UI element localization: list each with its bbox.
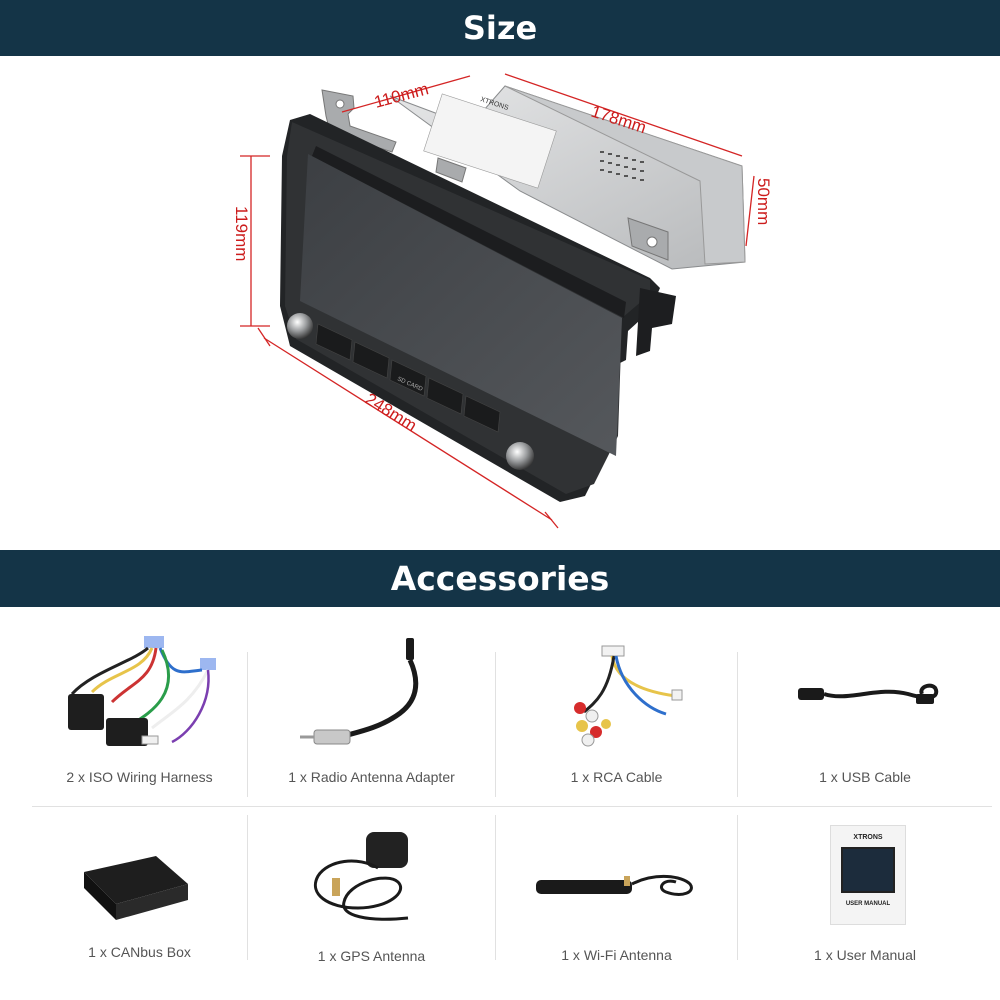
accessory-label: 1 x Radio Antenna Adapter — [288, 769, 455, 785]
accessory-item: 1 x GPS Antenna — [248, 812, 495, 982]
depth-dimension: 110mm — [372, 79, 430, 112]
wiring-harness-icon — [68, 636, 216, 746]
touch-screen — [300, 154, 622, 456]
size-banner: Size — [0, 0, 1000, 56]
accessories-grid: 2 x ISO Wiring Harness 1 x Radio Antenna… — [0, 607, 1000, 1000]
accessory-label: 1 x CANbus Box — [88, 944, 191, 960]
accessory-item: 1 x RCA Cable — [496, 632, 737, 802]
accessory-label: 1 x USB Cable — [819, 769, 911, 785]
accessory-item: 2 x ISO Wiring Harness — [32, 632, 247, 802]
front-height-dimension: 119mm — [232, 206, 251, 261]
accessory-label: 2 x ISO Wiring Harness — [66, 769, 213, 785]
accessory-item: 1 x Wi-Fi Antenna — [496, 812, 737, 982]
canbus-box-icon — [84, 856, 188, 920]
manual-title: USER MANUAL — [845, 901, 891, 907]
back-height-dimension: 50mm — [754, 178, 773, 225]
divider — [737, 652, 738, 797]
gps-antenna-icon — [314, 832, 409, 921]
volume-knob-icon — [287, 313, 313, 339]
dimension-lines — [240, 73, 755, 529]
accessory-label: 1 x RCA Cable — [570, 769, 663, 785]
divider — [32, 806, 992, 807]
divider — [737, 815, 738, 960]
head-unit-illustration: XTRONS SD CARD — [232, 73, 773, 529]
chassis: XTRONS — [389, 85, 746, 270]
accessories-banner: Accessories — [0, 550, 1000, 607]
divider — [247, 815, 248, 960]
accessory-item: XTRONS USER MANUAL 1 x User Manual — [738, 812, 992, 982]
accessory-item: 1 x Radio Antenna Adapter — [248, 632, 495, 802]
accessory-item: 1 x USB Cable — [738, 632, 992, 802]
wifi-antenna-icon — [536, 874, 693, 896]
rca-cable-icon — [574, 645, 683, 747]
tune-knob-icon — [506, 442, 534, 470]
product-size-diagram: XTRONS SD CARD — [0, 56, 1000, 550]
accessory-label: 1 x GPS Antenna — [317, 948, 426, 964]
front-panel: SD CARD — [280, 114, 676, 502]
usb-cable-icon — [798, 683, 939, 704]
manual-screen — [841, 847, 895, 893]
divider — [495, 815, 496, 960]
divider — [495, 652, 496, 797]
accessory-item: 1 x CANbus Box — [32, 812, 247, 982]
manual-brand: XTRONS — [853, 834, 883, 841]
spec-label — [423, 93, 557, 189]
mounting-bracket-icon — [321, 89, 669, 261]
divider — [247, 652, 248, 797]
accessories-heading: Accessories — [390, 559, 610, 598]
accessory-label: 1 x Wi-Fi Antenna — [561, 947, 672, 963]
size-heading: Size — [462, 9, 538, 47]
user-manual-icon: XTRONS USER MANUAL — [830, 825, 906, 925]
antenna-adapter-icon — [300, 638, 419, 745]
accessory-label: 1 x User Manual — [814, 947, 916, 963]
